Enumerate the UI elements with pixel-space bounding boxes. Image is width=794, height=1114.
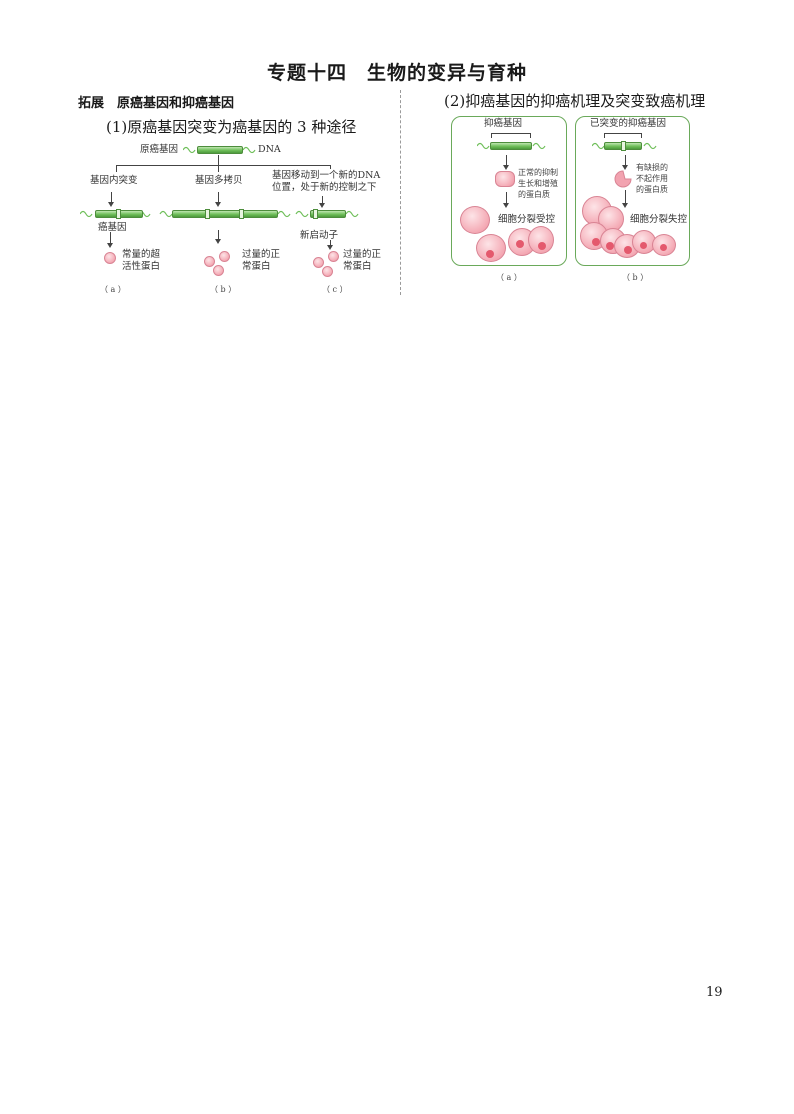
- dna-strand-icon: [183, 146, 256, 154]
- protein-icon: [328, 251, 339, 262]
- bracket-line: [491, 133, 492, 138]
- protein-icon: [213, 265, 224, 276]
- nucleus-icon: [606, 242, 614, 250]
- nucleus-icon: [640, 242, 647, 249]
- branch-line: [218, 165, 219, 172]
- dna-strand-icon: [80, 210, 359, 218]
- protein-icon: [204, 256, 215, 267]
- panel-a: [451, 116, 567, 266]
- arrow-icon: [215, 192, 221, 207]
- arrow-icon: [108, 192, 114, 207]
- panel-b: [575, 116, 690, 266]
- panel-b-protein-2: 不起作用: [636, 174, 668, 183]
- nucleus-icon: [516, 240, 524, 248]
- caption-c: （ c ）: [322, 285, 348, 294]
- defective-protein-icon: [614, 170, 632, 188]
- result-a-label-1: 常量的超: [122, 249, 161, 260]
- bracket-line: [530, 133, 531, 138]
- protein-icon: [219, 251, 230, 262]
- normal-protein-icon: [495, 171, 515, 187]
- panel-b-gene-label: 已突变的抑癌基因: [590, 118, 667, 129]
- dna-strand-icon: [477, 142, 546, 150]
- new-promoter-label: 新启动子: [300, 230, 339, 241]
- arrow-icon: [215, 230, 221, 244]
- result-b-label-1: 过量的正: [242, 249, 281, 260]
- arrow-icon: [622, 190, 628, 208]
- mutation-mark: [116, 209, 121, 219]
- result-b-label-2: 常蛋白: [242, 261, 271, 272]
- page-title: 专题十四 生物的变异与育种: [266, 62, 527, 84]
- nucleus-icon: [592, 238, 600, 246]
- page-number: 19: [706, 985, 723, 1000]
- branch-line: [116, 165, 117, 172]
- result-c-label-2: 常蛋白: [343, 261, 372, 272]
- result-a-label-2: 活性蛋白: [122, 261, 161, 272]
- arrow-icon: [107, 232, 113, 248]
- result-c-label-1: 过量的正: [343, 249, 382, 260]
- panel-a-result: 细胞分裂受控: [498, 214, 556, 225]
- oncogene-segment: [95, 209, 143, 219]
- mutation-mark: [621, 141, 626, 151]
- tumor-suppressor-segment: [490, 142, 532, 150]
- caption-b: （ b ）: [210, 285, 237, 294]
- nucleus-icon: [660, 244, 667, 251]
- dna-strand-icon: [592, 142, 657, 150]
- bracket-line: [604, 133, 642, 134]
- column-divider: [400, 90, 401, 295]
- proto-oncogene-label: 原癌基因: [140, 144, 179, 155]
- path-a-label: 基因内突变: [90, 175, 138, 186]
- nucleus-icon: [624, 246, 632, 254]
- branch-line: [218, 155, 219, 165]
- right-caption-b: （ b ）: [622, 273, 649, 282]
- protein-icon: [322, 266, 333, 277]
- protein-icon: [313, 257, 324, 268]
- moved-gene-segment: [310, 209, 346, 219]
- bracket-line: [604, 133, 605, 138]
- panel-a-gene-label: 抑癌基因: [484, 118, 523, 129]
- oncogene-label: 癌基因: [98, 222, 127, 233]
- protein-icon: [104, 252, 116, 264]
- nucleus-icon: [486, 250, 494, 258]
- arrow-icon: [503, 155, 509, 170]
- arrow-icon: [319, 196, 325, 208]
- dna-label: DNA: [258, 144, 281, 155]
- bracket-line: [491, 133, 531, 134]
- section-heading: 拓展 原癌基因和抑癌基因: [78, 96, 235, 111]
- promoter-mark: [313, 209, 318, 219]
- arrow-icon: [327, 240, 333, 250]
- proto-oncogene-segment: [197, 146, 243, 154]
- branch-line: [330, 165, 331, 169]
- nucleus-icon: [538, 242, 546, 250]
- right-subtitle: (2)抑癌基因的抑癌机理及突变致癌机理: [444, 92, 706, 110]
- mutated-suppressor-segment: [604, 141, 642, 151]
- arrow-icon: [622, 155, 628, 170]
- panel-b-protein-1: 有缺损的: [636, 163, 668, 172]
- panel-a-protein-3: 的蛋白质: [518, 190, 550, 199]
- bracket-line: [641, 133, 642, 138]
- panel-b-protein-3: 的蛋白质: [636, 185, 668, 194]
- right-caption-a: （ a ）: [496, 273, 522, 282]
- path-c-label-2: 位置，处于新的控制之下: [272, 182, 377, 193]
- gene-copies-segment: [172, 209, 278, 219]
- copy-boundary: [205, 209, 210, 219]
- panel-a-protein-1: 正常的抑制: [518, 168, 558, 177]
- branch-line: [116, 165, 330, 166]
- arrow-icon: [503, 192, 509, 208]
- panel-b-result: 细胞分裂失控: [630, 214, 688, 225]
- path-b-label: 基因多拷贝: [195, 175, 243, 186]
- panel-a-protein-2: 生长和增殖: [518, 179, 558, 188]
- left-subtitle: (1)原癌基因突变为癌基因的 3 种途径: [106, 118, 357, 136]
- caption-a: （ a ）: [100, 285, 126, 294]
- cell-icon: [460, 206, 490, 234]
- path-c-label-1: 基因移动到一个新的DNA: [272, 170, 381, 181]
- copy-boundary: [239, 209, 244, 219]
